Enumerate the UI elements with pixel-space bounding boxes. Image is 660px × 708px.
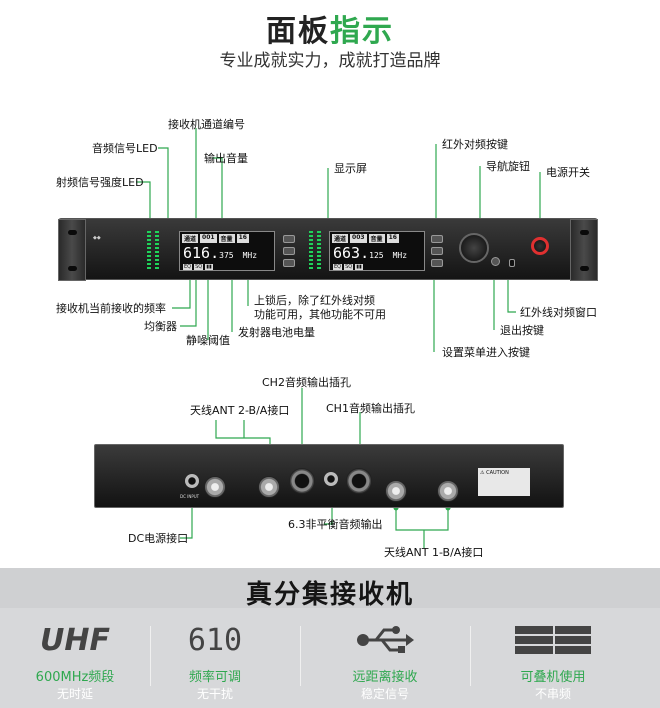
lcd1-freq-dec: 375 <box>219 251 234 260</box>
audio-meter-1 <box>155 231 159 271</box>
caution-label: ⚠ CAUTION <box>478 468 530 496</box>
rack-ear-right <box>570 219 598 281</box>
feature-uhf-label: 600MHz频段 <box>35 670 115 685</box>
lcd2-freq-main: 663. <box>333 244 370 262</box>
lcd1-freq-main: 616. <box>183 244 220 262</box>
audio-meter-2 <box>317 231 321 271</box>
rack-ear-left <box>58 219 86 281</box>
ir-window <box>509 259 515 267</box>
brand-logo: ◆◆ <box>93 235 101 241</box>
nav-knob[interactable] <box>459 233 489 263</box>
feature-stack: 可叠机使用 不串频 <box>478 618 628 702</box>
ch2-xlr-output[interactable] <box>289 468 315 494</box>
rf-meter-2 <box>309 231 313 271</box>
label-ch1-out: CH1音频输出插孔 <box>326 402 415 415</box>
stack-icon <box>478 618 628 662</box>
divider <box>150 626 151 686</box>
lcd2-tag-volume: 音量 <box>368 234 385 243</box>
feature-stack-label: 可叠机使用 <box>520 670 586 685</box>
line-ant1 <box>395 508 449 548</box>
lcd1-tag-channel: 通道 <box>182 234 199 243</box>
feature-band-header <box>0 568 660 608</box>
button-ch1-c[interactable] <box>283 259 295 267</box>
power-switch[interactable] <box>531 237 549 255</box>
feature-range-label: 远距离接收 <box>352 670 418 685</box>
page-title: 面板指示 <box>0 6 660 50</box>
lcd2-tag-channel: 通道 <box>332 234 349 243</box>
label-display: 显示屏 <box>334 162 367 175</box>
lcd1-tag-volume: 音量 <box>218 234 235 243</box>
label-power-switch: 电源开关 <box>546 166 590 179</box>
menu-button[interactable] <box>431 259 443 267</box>
rf-meter-1 <box>147 231 151 271</box>
lcd2-channel-number: 003 <box>350 234 367 243</box>
feature-uhf: UHF 600MHz频段 无时延 <box>0 618 150 702</box>
lcd1-unit: MHz <box>242 251 258 260</box>
lcd1-volume-value: 16 <box>236 234 249 243</box>
label-tx-battery: 发射器电池电量 <box>238 326 315 339</box>
ant1-b-connector[interactable] <box>385 480 407 502</box>
feature-freq: 610 频率可调 无干扰 <box>140 618 290 702</box>
line-equalizer <box>180 266 197 327</box>
lcd1-channel-number: 001 <box>200 234 217 243</box>
label-equalizer: 均衡器 <box>144 320 177 333</box>
title-part2: 指示 <box>330 14 394 49</box>
digital-display-icon: 610 <box>187 622 243 658</box>
line-audio-led <box>158 147 169 244</box>
dc-marking: DC INPUT <box>180 494 200 499</box>
band-title: 真分集接收机 <box>245 580 414 610</box>
label-exit-key: 退出按键 <box>500 324 544 337</box>
label-rf-led: 射频信号强度LED <box>56 176 144 189</box>
line-current-freq <box>172 266 191 309</box>
feature-stack-sub: 不串频 <box>534 687 571 701</box>
dc-power-jack[interactable] <box>185 474 199 488</box>
label-ir-pair-key: 红外对频按键 <box>442 138 508 151</box>
label-ant2: 天线ANT 2-B/A接口 <box>190 404 290 417</box>
label-lock-note-2: 功能可用，其他功能不可用 <box>254 308 386 321</box>
feature-range: 远距离接收 稳定信号 <box>310 618 460 702</box>
title-part1: 面板 <box>266 14 330 49</box>
button-ch1-a[interactable] <box>283 235 295 243</box>
label-squelch: 静噪阈值 <box>186 334 230 347</box>
label-channel-number: 接收机通道编号 <box>168 118 245 131</box>
exit-button[interactable] <box>491 257 500 266</box>
divider <box>300 626 301 686</box>
ant2-b-connector[interactable] <box>204 476 226 498</box>
label-nav-knob: 导航旋钮 <box>486 160 530 173</box>
ant2-a-connector[interactable] <box>258 476 280 498</box>
lcd2-volume-value: 16 <box>386 234 399 243</box>
label-unbalanced: 6.3非平衡音频输出 <box>288 518 383 531</box>
ant1-a-connector[interactable] <box>437 480 459 502</box>
label-ant1: 天线ANT 1-B/A接口 <box>384 546 484 559</box>
label-output-volume: 输出音量 <box>204 152 248 165</box>
uhf-icon: UHF <box>40 622 110 658</box>
feature-freq-label: 频率可调 <box>188 670 241 685</box>
feature-freq-sub: 无干扰 <box>196 687 233 701</box>
lcd2-unit: MHz <box>392 251 408 260</box>
line-ir-window <box>507 268 516 313</box>
divider <box>470 626 471 686</box>
label-audio-led: 音频信号LED <box>92 142 158 155</box>
label-ch2-out: CH2音频输出插孔 <box>262 376 351 389</box>
line-output-volume <box>212 157 223 244</box>
label-lock-note-1: 上锁后，除了红外线对频 <box>254 294 375 307</box>
label-menu-key: 设置菜单进入按键 <box>442 346 530 359</box>
ch1-xlr-output[interactable] <box>346 468 372 494</box>
sync-button[interactable] <box>431 247 443 255</box>
ir-pair-button[interactable] <box>431 235 443 243</box>
label-dc: DC电源接口 <box>128 532 189 545</box>
lcd2-freq-dec: 125 <box>369 251 384 260</box>
page-subtitle: 专业成就实力，成就打造品牌 <box>219 51 441 71</box>
feature-uhf-sub: 无时延 <box>56 687 93 701</box>
button-ch1-b[interactable] <box>283 247 295 255</box>
usb-icon <box>310 618 460 662</box>
label-current-freq: 接收机当前接收的频率 <box>56 302 166 315</box>
feature-range-sub: 稳定信号 <box>360 687 409 701</box>
unbalanced-jack[interactable] <box>324 472 338 486</box>
line-dc <box>180 500 193 539</box>
label-ir-window: 红外线对频窗口 <box>520 306 597 319</box>
